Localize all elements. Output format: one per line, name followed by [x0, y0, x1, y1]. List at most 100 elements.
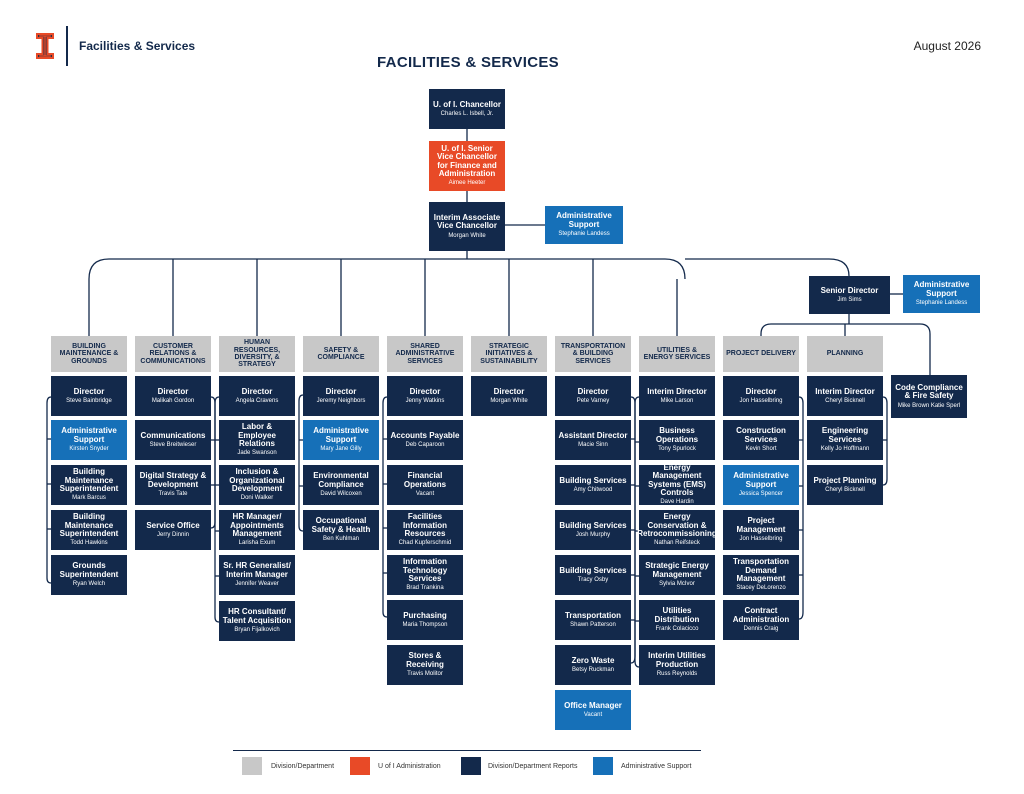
box-name: Jeremy Neighbors — [316, 397, 366, 404]
box-title: Building Maintenance Superintendent — [59, 467, 119, 493]
box-title: Administrative Support — [313, 426, 369, 444]
box-title: Interim Director — [647, 386, 707, 396]
division-strategic-initiatives: STRATEGIC INITIATIVES & SUSTAINABILITY — [471, 336, 547, 372]
box-title: Building Services — [559, 565, 627, 575]
box-name: Morgan White — [448, 232, 486, 239]
box-name: Bryan Fijalkovich — [234, 627, 280, 634]
box-name: Nathan Reifsteck — [654, 540, 700, 547]
box-name: Tony Spurlock — [658, 446, 696, 453]
box-title: Project Planning — [813, 475, 877, 485]
box-name: Dennis Craig — [743, 626, 779, 633]
box-title: Transportation — [564, 610, 621, 620]
box-title: Inclusion & Organizational Development — [229, 467, 285, 493]
box-name: Stephanie Landess — [915, 300, 968, 307]
box-title: Environmental Compliance — [313, 471, 369, 489]
box-name: Russ Reynolds — [656, 671, 698, 678]
box-name: Jon Hasselbring — [739, 536, 783, 543]
division-safety-compliance: SAFETY & COMPLIANCE — [303, 336, 379, 372]
box-name: Todd Hawkins — [70, 540, 108, 547]
division-label: BUILDING MAINTENANCE & GROUNDS — [59, 342, 119, 365]
division-building-maintenance-grounds: BUILDING MAINTENANCE & GROUNDS — [51, 336, 127, 372]
box-title: Administrative Support — [556, 211, 612, 229]
box-title: Engineering Services — [821, 426, 869, 444]
legend-swatch-reports — [461, 757, 481, 775]
box-name: Frank Colacicco — [655, 626, 699, 633]
box-title: Interim Director — [815, 386, 875, 396]
division-label: TRANSPORTATION & BUILDING SERVICES — [560, 342, 626, 365]
box-title: Zero Waste — [571, 655, 615, 665]
box-name: Steve Bainbridge — [66, 397, 112, 404]
box-name: Brad Trankina — [406, 585, 444, 592]
box-title: Administrative Support — [913, 280, 970, 298]
box-title: HR Manager/ Appointments Management — [230, 512, 284, 538]
box-title: Administrative Support — [61, 426, 117, 444]
box-name: Josh Murphy — [575, 531, 611, 538]
box-name: Charles L. Isbell, Jr. — [440, 110, 494, 117]
legend-label-admin-support: Administrative Support — [621, 763, 692, 770]
legend-divider — [233, 750, 701, 751]
division-transportation-building-services: TRANSPORTATION & BUILDING SERVICES — [555, 336, 631, 372]
box-name: Aimee Heeter — [448, 180, 486, 187]
senior-vice-chancellor-box: U. of I. Senior Vice Chancellor for Fina… — [429, 141, 505, 191]
box-title: Strategic Energy Management — [645, 561, 709, 579]
box-name: Sylvia McIvor — [659, 581, 695, 588]
box-title: Facilities Information Resources — [403, 512, 447, 538]
box-name: Maria Thompson — [402, 621, 448, 628]
box-name: Vacant — [415, 491, 435, 498]
box-title: Energy Conservation & Retrocommissioning — [637, 512, 717, 538]
university-block-i-logo — [36, 33, 54, 59]
box-title: Transportation Demand Management — [732, 557, 789, 583]
box-title: Director — [241, 386, 273, 396]
box-title: Director — [325, 386, 357, 396]
box-name: Mary Jane Gilly — [320, 446, 362, 453]
box-name: Cheryl Bicknell — [825, 486, 865, 493]
box-title: Project Management — [736, 516, 786, 534]
box-name: Stacey DeLorenzo — [736, 585, 786, 592]
box-name: Betsy Ruckman — [571, 666, 614, 673]
box-title: Building Maintenance Superintendent — [59, 512, 119, 538]
legend-label-administration: U of I Administration — [378, 763, 441, 770]
box-name: Dave Hardin — [660, 499, 694, 506]
box-title: Code Compliance & Fire Safety — [895, 382, 963, 401]
ues-energy-conservation-box: Energy Conservation & Retrocommissioning… — [637, 510, 717, 550]
box-title: Director — [73, 386, 105, 396]
box-name: Jerry Dinnin — [156, 531, 189, 538]
avc-admin-support-box: Administrative Support Stephanie Landess — [545, 206, 623, 244]
box-title: Labor & Employee Relations — [238, 422, 276, 448]
box-title: U. of I. Chancellor — [432, 99, 501, 109]
box-name: Vacant — [583, 711, 603, 718]
chancellor-box: U. of I. Chancellor Charles L. Isbell, J… — [429, 89, 505, 129]
box-name: Jon Hasselbring — [739, 397, 783, 404]
box-title: Grounds Superintendent — [59, 561, 119, 579]
box-name: Chad Kupferschmid — [398, 540, 452, 547]
box-name: Tracy Osby — [577, 576, 609, 583]
box-name: Morgan White — [490, 397, 528, 404]
box-title: Communications — [140, 430, 206, 440]
senior-director-box: Senior Director Jim Sims — [809, 276, 890, 314]
division-label: CUSTOMER RELATIONS & COMMUNICATIONS — [140, 342, 206, 365]
box-title: Building Services — [559, 520, 627, 530]
